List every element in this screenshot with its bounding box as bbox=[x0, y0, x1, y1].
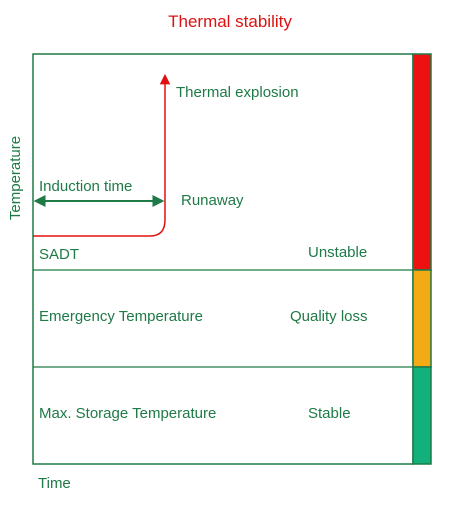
zone-color-bar-unstable bbox=[412, 53, 432, 271]
zone-color-bar-quality-loss bbox=[412, 269, 432, 368]
x-axis-label: Time bbox=[38, 475, 71, 492]
zone-label-max-storage-temperature: Max. Storage Temperature bbox=[39, 405, 216, 422]
diagram-title: Thermal stability bbox=[168, 12, 292, 31]
zone-label-quality-loss: Quality loss bbox=[290, 308, 368, 325]
induction-time-label: Induction time bbox=[39, 178, 132, 195]
zone-label-emergency-temperature: Emergency Temperature bbox=[39, 308, 203, 325]
zone-color-bar-stable bbox=[412, 366, 432, 465]
thermal-explosion-label: Thermal explosion bbox=[176, 84, 299, 101]
runaway-curve bbox=[33, 73, 171, 237]
zone-label-stable: Stable bbox=[308, 405, 351, 422]
runaway-label: Runaway bbox=[181, 192, 244, 209]
y-axis-label: Temperature bbox=[7, 136, 24, 220]
zone-label-sadt: SADT bbox=[39, 246, 79, 263]
zone-label-unstable: Unstable bbox=[308, 244, 367, 261]
